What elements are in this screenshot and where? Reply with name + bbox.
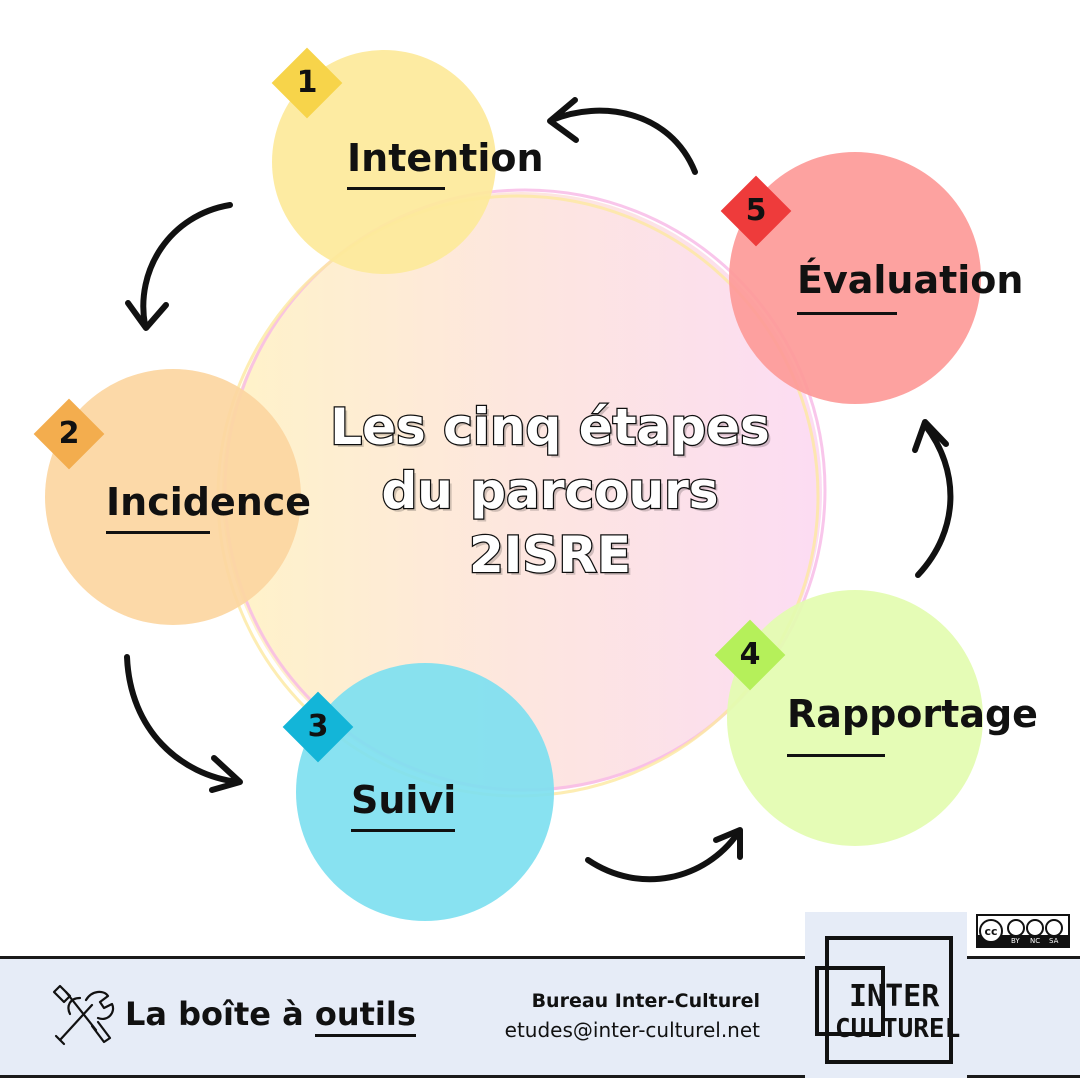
logo-line-2: CULTUREL [835, 1014, 961, 1044]
step-circle-5 [729, 152, 981, 404]
license-term-sa: SA [1049, 937, 1059, 945]
step-label-1: Intention [347, 136, 544, 190]
step-label-1-underline [347, 187, 445, 190]
creative-commons-by-nc-sa-icon: cc BY NC SA [976, 914, 1070, 948]
toolbox-title: La boîte à outils [125, 995, 416, 1037]
step-label-4-text: Rapportage [787, 692, 1038, 736]
arrow-3-to-4 [585, 830, 741, 883]
step-badge-4: 4 [739, 637, 761, 672]
contact-email[interactable]: etudes@inter-culturel.net [504, 1018, 760, 1042]
toolbox-highlight: outils [314, 995, 416, 1037]
organization-name: Bureau Inter-Culturel [531, 990, 760, 1012]
arrow-5-to-1 [549, 107, 698, 175]
step-label-3: Suivi [351, 778, 457, 832]
step-label-4-underline [787, 754, 885, 757]
arrow-4-to-5 [915, 422, 954, 578]
step-label-2: Incidence [106, 480, 312, 534]
step-label-5-underline [797, 312, 897, 315]
center-title-line-3: 2ISRE [468, 525, 633, 586]
step-label-5: Évaluation [797, 258, 1024, 315]
step-badge-3: 3 [307, 709, 329, 744]
step-label-2-underline [106, 531, 210, 534]
step-label-4: Rapportage [787, 692, 1038, 757]
center-circle [222, 192, 822, 792]
arrow-1-to-2 [140, 202, 233, 328]
center-title-line-1: Les cinq étapes [329, 397, 771, 458]
step-label-3-text: Suivi [351, 778, 457, 822]
step-circle-3 [296, 663, 554, 921]
step-badge-1: 1 [296, 65, 318, 100]
license-term-nc: NC [1030, 937, 1041, 945]
logo-line-1: INTER [849, 979, 940, 1014]
step-badge-2: 2 [58, 416, 80, 451]
center-title-line-2: du parcours [380, 461, 720, 522]
step-circle-2 [45, 369, 301, 625]
inter-culturel-logo: INTER CULTUREL [805, 912, 967, 1078]
step-label-5-text: Évaluation [797, 258, 1024, 302]
step-label-2-text: Incidence [106, 480, 312, 524]
svg-text:cc: cc [984, 925, 997, 938]
center-title: Les cinq étapes du parcours 2ISRE [300, 395, 800, 587]
toolbox-prefix: La boîte à [125, 995, 315, 1033]
step-circle-1 [272, 50, 496, 274]
arrow-2-to-3 [124, 654, 241, 785]
contact-block: Bureau Inter-Culturel etudes@inter-cultu… [455, 990, 760, 1042]
step-circle-4 [727, 590, 983, 846]
step-label-1-text: Intention [347, 136, 544, 180]
step-badge-5: 5 [745, 193, 767, 228]
license-term-by: BY [1011, 937, 1020, 945]
step-label-3-underline [351, 829, 455, 832]
